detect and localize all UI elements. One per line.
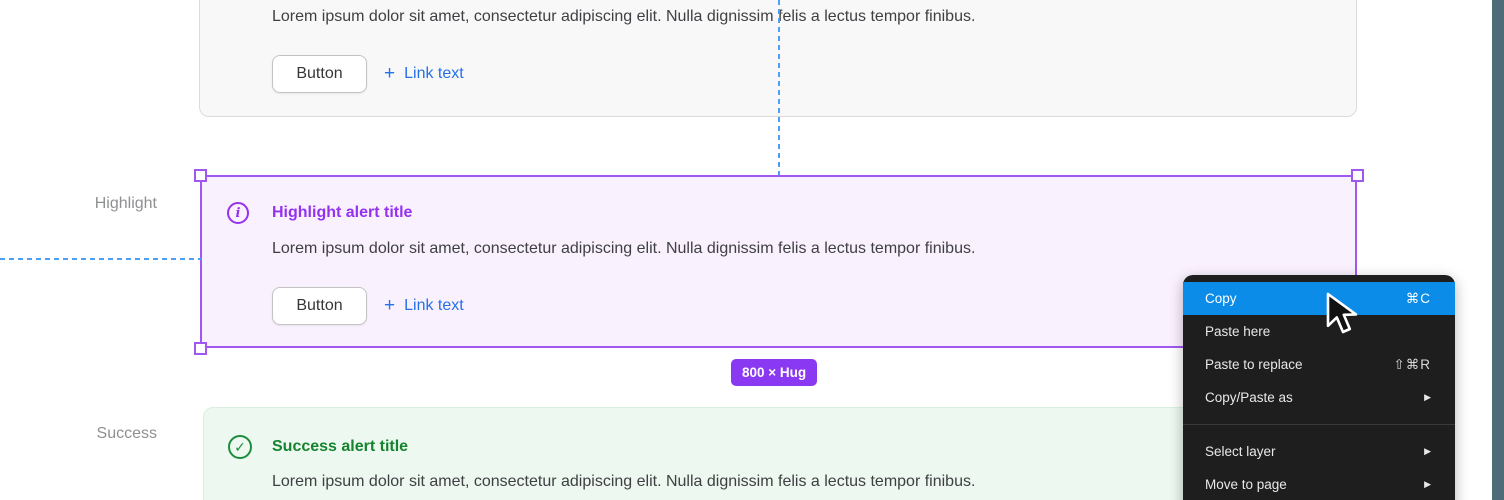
info-alert-body: Lorem ipsum dolor sit amet, consectetur … (272, 8, 976, 25)
submenu-arrow-icon: ▶ (1424, 446, 1431, 456)
highlight-alert-body: Lorem ipsum dolor sit amet, consectetur … (272, 240, 976, 257)
menu-item-label: Copy/Paste as (1205, 390, 1293, 405)
context-menu: Copy ⌘C Paste here Paste to replace ⇧⌘R … (1183, 275, 1455, 500)
size-badge: 800 × Hug (731, 359, 818, 386)
highlight-alert-button[interactable]: Button (272, 287, 367, 325)
menu-item-copy-paste-as[interactable]: Copy/Paste as ▶ (1183, 381, 1455, 414)
selection-handle-top-left[interactable] (194, 169, 207, 182)
menu-item-label: Copy (1205, 291, 1237, 306)
row-label-highlight: Highlight (94, 195, 157, 212)
info-circle-icon: i (227, 202, 249, 224)
success-alert-title: Success alert title (272, 438, 409, 455)
highlight-alert-title: Highlight alert title (272, 204, 413, 221)
menu-item-label: Select layer (1205, 444, 1276, 459)
menu-item-label: Paste to replace (1205, 357, 1303, 372)
menu-item-copy[interactable]: Copy ⌘C (1183, 282, 1455, 315)
vertical-alignment-guide (778, 0, 780, 175)
selection-handle-top-right[interactable] (1351, 169, 1364, 182)
plus-icon: + (384, 63, 396, 84)
selection-handle-bottom-left[interactable] (194, 342, 207, 355)
menu-item-shortcut: ⌘C (1405, 290, 1431, 306)
info-alert-button[interactable]: Button (272, 55, 367, 93)
check-circle-icon: ✓ (228, 435, 252, 459)
row-label-success: Success (96, 425, 157, 442)
submenu-arrow-icon: ▶ (1424, 392, 1431, 402)
link-label: Link text (404, 64, 464, 82)
plus-icon: + (384, 295, 396, 316)
menu-item-label: Paste here (1205, 324, 1271, 339)
menu-item-paste-to-replace[interactable]: Paste to replace ⇧⌘R (1183, 348, 1455, 381)
horizontal-alignment-guide (0, 258, 201, 260)
highlight-alert-link[interactable]: + Link text (384, 296, 464, 315)
menu-item-shortcut: ⇧⌘R (1393, 356, 1431, 372)
success-alert-card[interactable] (203, 407, 1357, 500)
success-alert-body: Lorem ipsum dolor sit amet, consectetur … (272, 473, 976, 490)
highlight-alert-card[interactable] (200, 175, 1357, 348)
menu-item-paste-here[interactable]: Paste here (1183, 315, 1455, 348)
right-edge-panel-strip (1492, 0, 1504, 500)
menu-item-move-to-page[interactable]: Move to page ▶ (1183, 468, 1455, 500)
link-label: Link text (404, 296, 464, 314)
menu-item-select-layer[interactable]: Select layer ▶ (1183, 435, 1455, 468)
menu-item-label: Move to page (1205, 477, 1287, 492)
info-alert-link[interactable]: + Link text (384, 64, 464, 83)
menu-divider (1183, 424, 1455, 425)
submenu-arrow-icon: ▶ (1424, 479, 1431, 489)
